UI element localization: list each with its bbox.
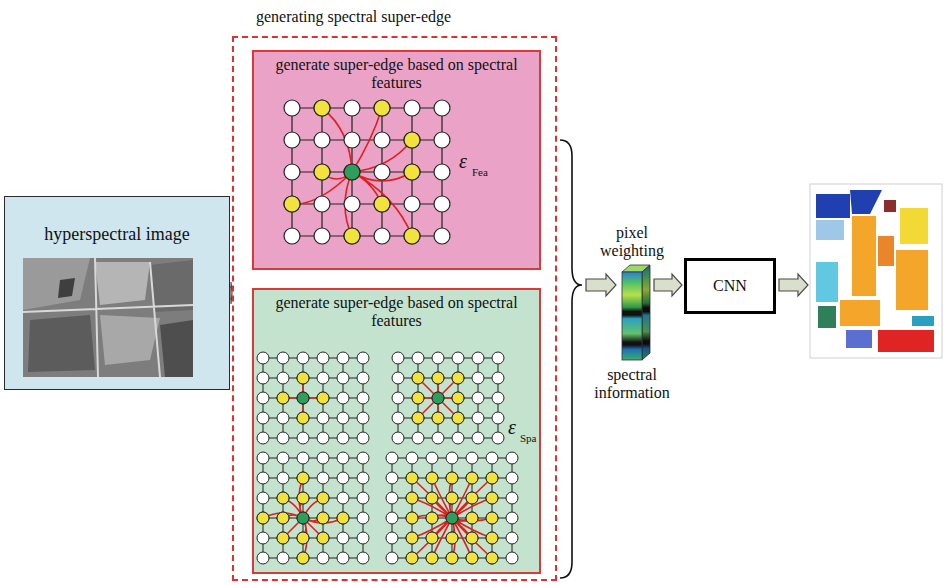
block-arrow — [779, 274, 808, 296]
block-arrow — [586, 274, 616, 296]
block-arrow — [654, 274, 682, 296]
node-text: hyperspectral image — [5, 224, 229, 244]
curly-brace — [560, 140, 582, 578]
node-text: generate super-edge based on spectral fe… — [254, 56, 539, 92]
feature-panel: generate super-edge based on spectral fe… — [252, 50, 541, 270]
spatial-panel: generate super-edge based on spectral fe… — [252, 288, 541, 574]
cnn-box: CNN — [684, 258, 776, 314]
spatial-graphs — [252, 288, 541, 574]
subscript: Fea — [472, 166, 496, 179]
node-text: generate super-edge based on spectral fe… — [254, 294, 539, 330]
step-label: pixel weighting — [592, 224, 672, 260]
spectral-cube — [622, 265, 650, 360]
step-label: spectral information — [582, 366, 682, 402]
node-text: generating spectral super-edge — [256, 7, 451, 27]
node-text: CNN — [713, 276, 747, 296]
subscript: Spa — [520, 432, 542, 445]
input-box: hyperspectral image — [4, 196, 230, 390]
classification-map — [810, 184, 942, 358]
dashed-group: generating spectral super-edge generate … — [232, 36, 557, 581]
